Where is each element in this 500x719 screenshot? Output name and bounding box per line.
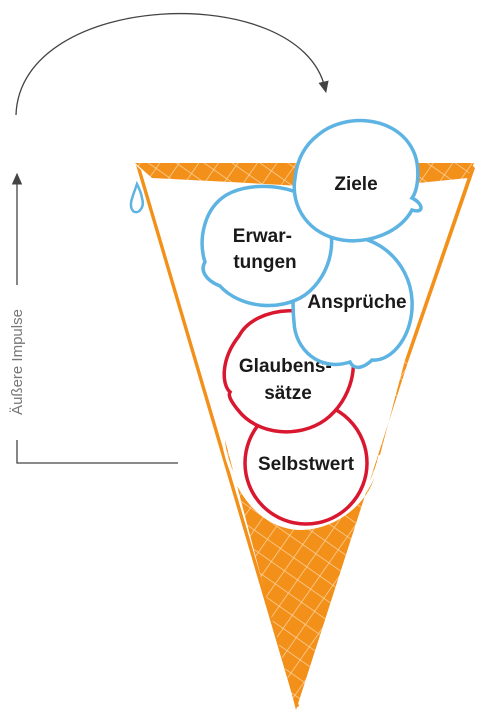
impulse-feedback-arrow: Äußere Impulse (9, 13, 329, 464)
scoop-label-ziele: Ziele (334, 174, 377, 195)
scoop-label-erwartungen: Erwar- tungen (233, 226, 297, 273)
cone-right-edge (405, 165, 475, 362)
scoop-erwartungen: Erwar- tungen (200, 184, 334, 308)
scoop-ziele: Ziele (292, 118, 423, 243)
scoop-label-ansprueche: Ansprüche (307, 292, 406, 313)
bottom-connector-line (16, 440, 178, 464)
curved-arrow (15, 13, 329, 116)
drip-icon (129, 180, 144, 214)
cone-left-edge (136, 165, 299, 708)
side-label: Äußere Impulse (9, 309, 26, 415)
cone-body (225, 360, 408, 710)
scoop-label-glaubenssaetze: Glaubens- sätze (239, 356, 337, 404)
scoop-label-selbstwert: Selbstwert (258, 454, 355, 475)
